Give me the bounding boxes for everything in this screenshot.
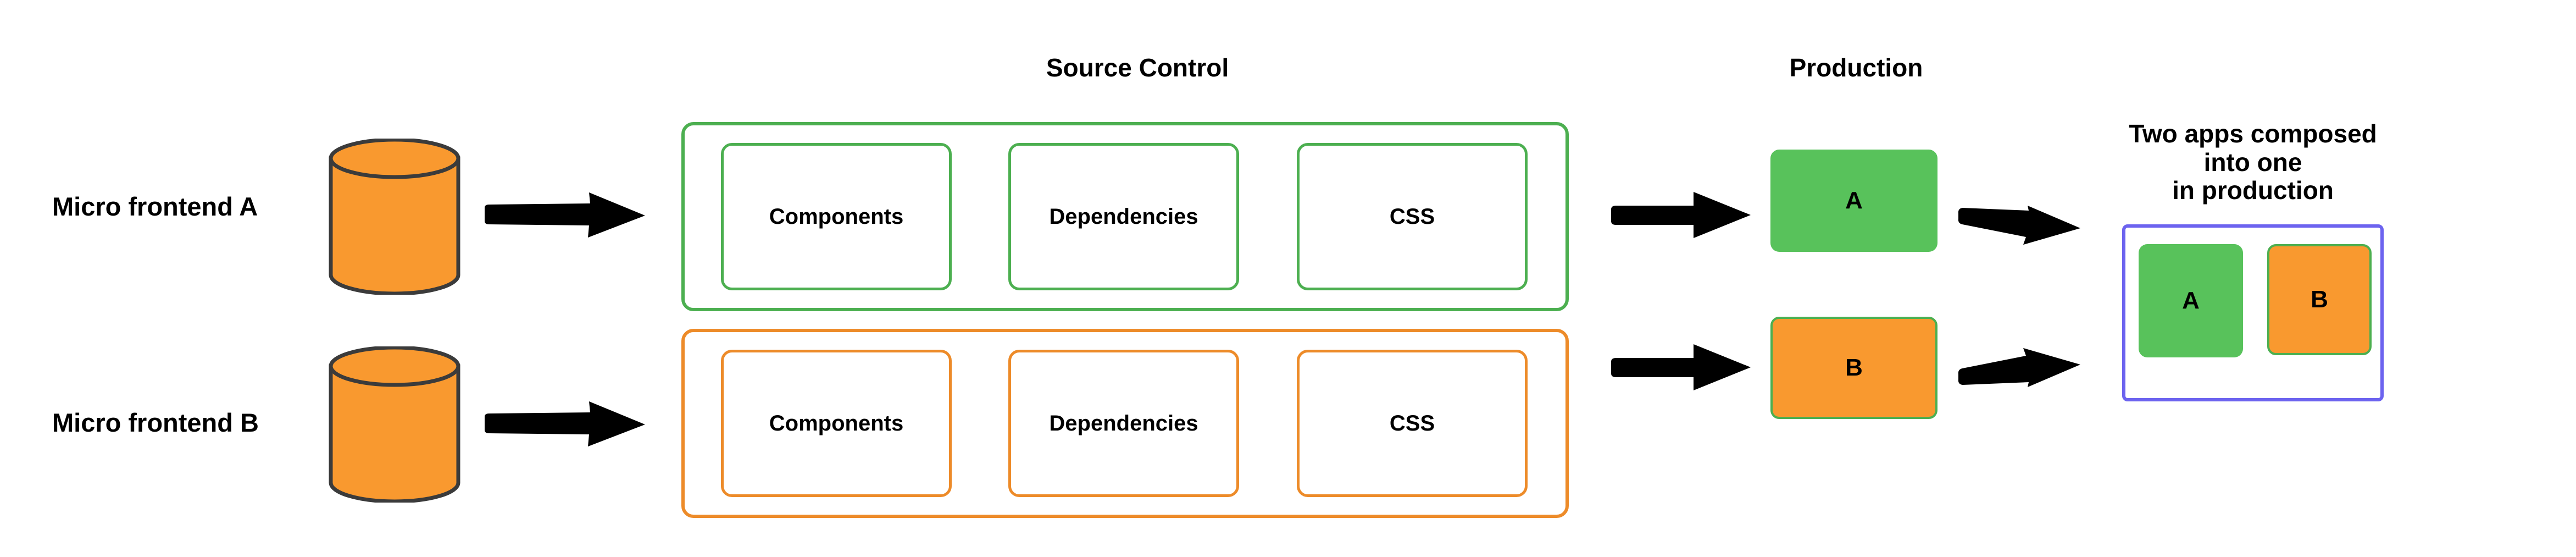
source-card-css-b[interactable]: CSS: [1297, 350, 1528, 497]
composed-caption: Two apps composed into one in production: [2129, 119, 2377, 205]
source-card-components-a[interactable]: Components: [721, 143, 952, 290]
production-app-label: A: [1845, 187, 1863, 214]
arrow-right-source-control-to-production-b: [1609, 342, 1753, 393]
source-card-label: Components: [769, 205, 904, 229]
source-card-css-a[interactable]: CSS: [1297, 143, 1528, 290]
source-card-label: CSS: [1389, 411, 1435, 435]
arrow-diagonal-a-to-composed: [1956, 181, 2088, 258]
production-app-box-a[interactable]: A: [1770, 150, 1937, 252]
database-cylinder-icon-b: [327, 346, 462, 503]
arrow-right-a-to-source-control: [482, 191, 647, 239]
production-title: Production: [1789, 53, 1923, 82]
composed-app-b[interactable]: B: [2267, 244, 2372, 355]
source-card-dependencies-b[interactable]: Dependencies: [1008, 350, 1239, 497]
source-card-label: Dependencies: [1049, 205, 1198, 229]
row-label-micro-frontend-b: Micro frontend B: [52, 408, 259, 437]
source-control-group-b: Components Dependencies CSS: [681, 329, 1569, 518]
source-card-label: Dependencies: [1049, 411, 1198, 435]
arrow-right-source-control-to-production-a: [1609, 190, 1753, 240]
composed-app-label: A: [2182, 287, 2200, 314]
source-card-components-b[interactable]: Components: [721, 350, 952, 497]
row-label-micro-frontend-a: Micro frontend A: [52, 192, 258, 221]
production-app-box-b[interactable]: B: [1770, 317, 1937, 419]
production-app-label: B: [1845, 354, 1863, 381]
arrow-right-b-to-source-control: [482, 400, 647, 448]
composed-app-a[interactable]: A: [2139, 244, 2243, 357]
composed-production-frame: A B: [2122, 224, 2384, 401]
composed-app-label: B: [2311, 286, 2328, 313]
arrow-diagonal-b-to-composed: [1956, 330, 2088, 407]
database-cylinder-icon-a: [327, 139, 462, 295]
source-card-label: CSS: [1389, 205, 1435, 229]
source-card-dependencies-a[interactable]: Dependencies: [1008, 143, 1239, 290]
source-control-title: Source Control: [1046, 53, 1229, 82]
source-control-group-a: Components Dependencies CSS: [681, 122, 1569, 311]
source-card-label: Components: [769, 411, 904, 435]
